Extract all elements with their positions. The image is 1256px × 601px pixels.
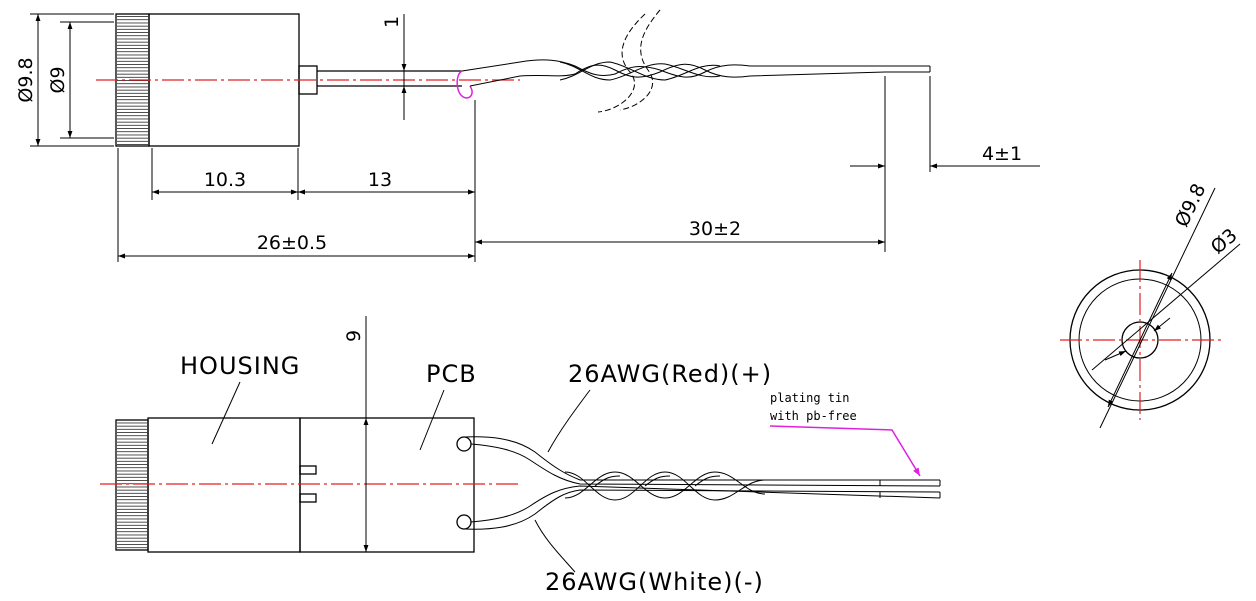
top-view: Ø9.8 Ø9 1 10.3 13 26±0.5 30±2 <box>15 9 1040 262</box>
housing-body <box>147 417 301 553</box>
dim-total-length: 26±0.5 <box>257 232 327 254</box>
solder-pad-white <box>456 514 472 530</box>
end-view: Ø9.8 Ø3 <box>1060 180 1242 429</box>
break-mark-2 <box>619 9 661 111</box>
wire-white-label: 26AWG(White)(-) <box>545 568 764 596</box>
pcb-body <box>299 417 475 553</box>
leader-hole <box>1091 243 1241 371</box>
wire-red-inner <box>470 443 941 487</box>
housing-label: HOUSING <box>180 352 300 380</box>
dim-diameter-outer: Ø9.8 <box>15 57 37 102</box>
break-mark-1 <box>597 13 646 113</box>
dim-pin-thickness: 1 <box>381 16 403 28</box>
twist-b <box>564 471 766 499</box>
dim-body-length: 10.3 <box>204 169 246 191</box>
tin-note-line1: plating tin <box>770 391 849 405</box>
wire-white-inner <box>470 485 941 523</box>
dim-strip-length: 4±1 <box>982 143 1022 165</box>
pcb-label: PCB <box>426 360 477 388</box>
dim-diameter-inner: Ø9 <box>47 66 69 93</box>
wire-red-outer <box>463 436 940 481</box>
wire-top <box>461 59 885 78</box>
dim-housing-height: 9 <box>343 330 365 342</box>
wire-red-label: 26AWG(Red)(+) <box>568 360 772 388</box>
dim-wire-length: 30±2 <box>689 218 741 240</box>
tin-note-line2: with pb-free <box>770 409 857 423</box>
end-dim-hole: Ø3 <box>1207 224 1242 258</box>
end-dim-outer: Ø9.8 <box>1171 180 1211 230</box>
pin-bend <box>456 70 473 99</box>
bottom-view: 9 HOUSING PCB 26AWG(Red)(+) 26AWG(White)… <box>100 316 941 596</box>
wire-bottom <box>469 63 886 87</box>
dim-pin-length: 13 <box>368 169 392 191</box>
tin-note-arrow <box>769 425 921 477</box>
twist-a <box>564 471 766 501</box>
wire-white-outer <box>463 489 941 530</box>
solder-pad-red <box>456 436 472 452</box>
leader-outer <box>1099 187 1216 429</box>
